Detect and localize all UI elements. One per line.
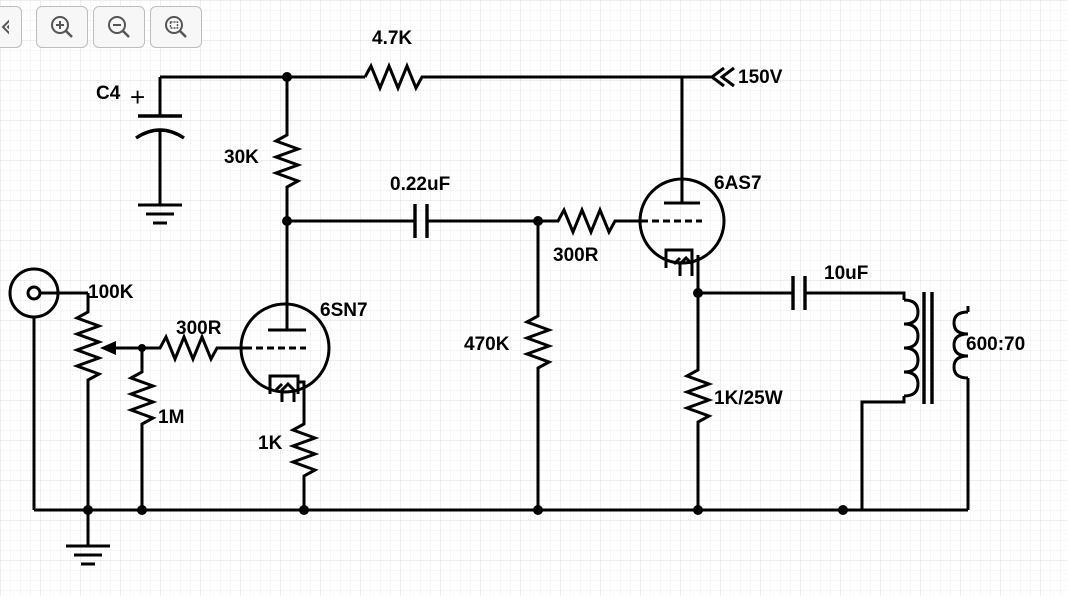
label-100k: 100K [88, 282, 134, 303]
label-c4: C4 [96, 83, 121, 104]
label-470k: 470K [464, 334, 510, 355]
zoom-fit-button[interactable] [150, 6, 202, 48]
zoom-out-button[interactable] [93, 6, 145, 48]
junction-dot [693, 505, 703, 515]
label-4k7: 4.7K [372, 28, 412, 49]
label-30k: 30K [224, 147, 259, 168]
zoom-in-button[interactable] [36, 6, 88, 48]
label-6sn7: 6SN7 [320, 300, 368, 321]
wire [805, 291, 906, 300]
junction-dot [838, 505, 848, 515]
resistor-1k-25w [682, 293, 714, 510]
label-6as7: 6AS7 [714, 173, 762, 194]
ground-icon [66, 510, 110, 566]
resistor-1m [126, 348, 158, 510]
zoom-in-icon [51, 16, 73, 38]
zoom-out-icon [108, 16, 130, 38]
potentiometer-100k [72, 293, 104, 510]
junction-dot [299, 505, 309, 515]
resistor-300r-grid1 [142, 333, 242, 363]
label-600-70: 600:70 [966, 334, 1025, 355]
label-300r-grid2: 300R [553, 245, 599, 266]
resistor-470k [522, 221, 554, 510]
zoom-fit-icon [165, 16, 187, 38]
resistor-4k7 [363, 62, 427, 92]
junction-dot [533, 505, 543, 515]
supply-arrow-icon [709, 66, 735, 88]
label-150v: 150V [738, 67, 783, 88]
chevron-left-icon [1, 19, 9, 35]
label-1k-25w: 1K/25W [714, 388, 783, 409]
tube-6sn7 [239, 302, 331, 402]
label-1k: 1K [258, 433, 283, 454]
resistor-1k [288, 380, 320, 510]
label-300r-grid1: 300R [176, 318, 222, 339]
input-jack-icon [8, 267, 88, 510]
tube-6as7 [638, 77, 726, 276]
label-10uf: 10uF [824, 263, 868, 284]
label-0-22uf: 0.22uF [390, 174, 450, 195]
transformer-600-70 [860, 292, 970, 510]
back-button[interactable] [0, 6, 22, 48]
ground-icon [138, 203, 182, 225]
label-1m: 1M [158, 407, 184, 428]
resistor-30k [271, 77, 303, 221]
c4-plus-sign: + [130, 82, 145, 112]
resistor-300r-grid2 [538, 206, 640, 236]
junction-dot [137, 505, 147, 515]
capacitor-c4 [135, 77, 185, 205]
